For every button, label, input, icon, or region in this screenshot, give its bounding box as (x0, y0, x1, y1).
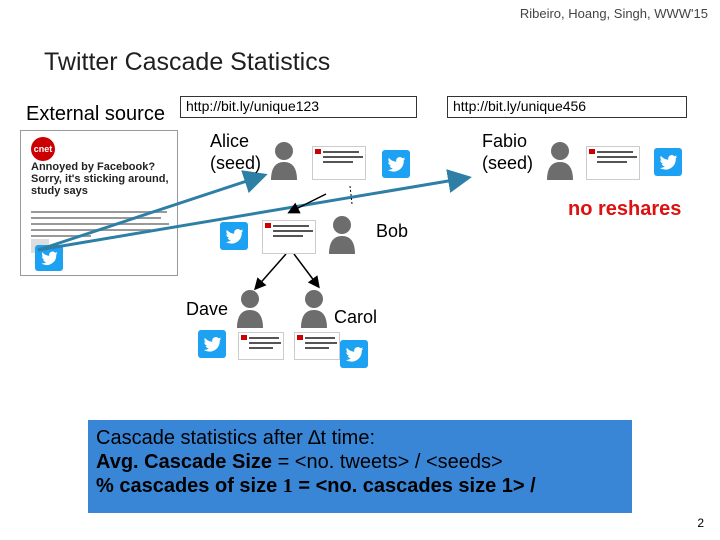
stats-pct-label: % cascades of size (96, 475, 283, 497)
person-icon (328, 214, 356, 254)
node-alice-role: (seed) (210, 152, 261, 174)
arrow-bob-to-carol (294, 254, 318, 286)
tweet-thumbnail (294, 332, 340, 360)
person-icon (546, 140, 574, 180)
tweet-thumbnail (312, 146, 366, 180)
twitter-icon (340, 340, 368, 368)
node-dave-name: Dave (186, 298, 228, 320)
tweet-thumbnail (238, 332, 284, 360)
twitter-icon (220, 222, 248, 250)
node-fabio-name: Fabio (482, 130, 533, 152)
tweet-thumbnail (262, 220, 316, 254)
stats-line-3: % cascades of size 1 = <no. cascades siz… (96, 474, 624, 498)
node-fabio: Fabio (seed) (482, 130, 533, 174)
person-icon (236, 288, 264, 328)
arrow-bob-to-dave (256, 254, 286, 288)
node-alice: Alice (seed) (210, 130, 261, 174)
stats-avg-formula: = <no. tweets> / <seeds> (272, 451, 503, 473)
tweet-thumbnail (586, 146, 640, 180)
no-reshares-label: no reshares (568, 198, 681, 221)
person-icon (270, 140, 298, 180)
twitter-icon (198, 330, 226, 358)
page-number: 2 (697, 516, 704, 530)
stats-line-1: Cascade statistics after ∆t time: (96, 426, 624, 450)
node-bob-name: Bob (376, 220, 408, 242)
stats-avg-label: Avg. Cascade Size (96, 451, 272, 473)
cascade-statistics-box: Cascade statistics after ∆t time: Avg. C… (88, 420, 632, 513)
twitter-icon (654, 148, 682, 176)
stats-pct-size: 1 (283, 475, 293, 497)
node-carol-name: Carol (334, 306, 377, 328)
node-fabio-role: (seed) (482, 152, 533, 174)
person-icon (300, 288, 328, 328)
stats-pct-formula: = <no. cascades size 1> / (293, 475, 536, 497)
stats-line-2: Avg. Cascade Size = <no. tweets> / <seed… (96, 450, 624, 474)
twitter-icon (382, 150, 410, 178)
node-alice-name: Alice (210, 130, 261, 152)
